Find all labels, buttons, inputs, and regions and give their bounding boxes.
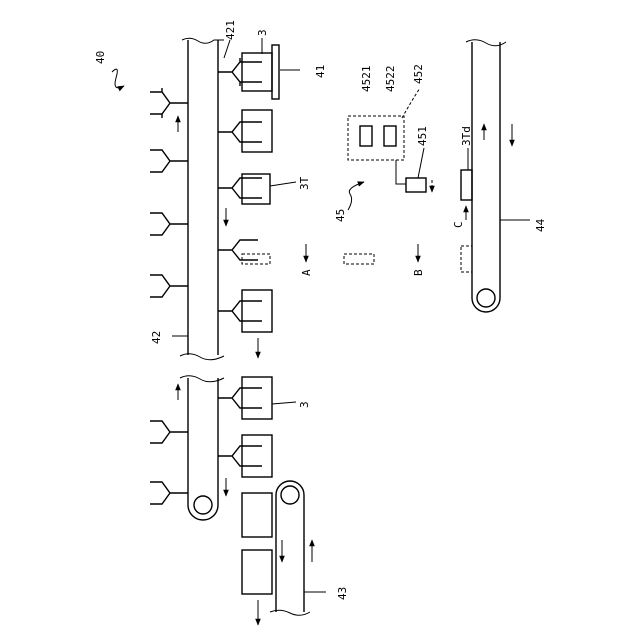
leaders [112,38,530,592]
label-b: B [412,269,425,276]
label-3-mid: 3 [298,401,311,408]
label-40: 40 [94,51,107,64]
output-bag-1 [242,493,272,537]
label-3T: 3T [298,176,311,190]
camera-451 [406,178,426,192]
label-41: 41 [314,65,327,78]
label-43: 43 [336,587,349,600]
label-a: A [300,269,313,276]
reject-roller [477,289,495,307]
label-42: 42 [150,331,163,344]
output-roller [281,486,299,504]
label-4522: 4522 [384,66,397,93]
bag-3-top [242,53,272,91]
reject-conveyor-44 [461,40,506,312]
main-conveyor-42 [180,38,224,520]
label-3Td: 3Td [460,126,473,146]
processor-4521 [360,126,372,146]
label-45: 45 [334,209,347,222]
label-3-top: 3 [256,29,269,36]
removed-bag-ghost [242,254,270,264]
label-44: 44 [534,218,547,232]
label-451: 451 [416,126,429,146]
motion-arrows [178,116,512,625]
label-452: 452 [412,64,425,84]
label-c: C [452,221,465,228]
label-421: 421 [224,20,237,40]
inspection-unit-45 [344,88,426,264]
pusher-claws [218,45,279,477]
return-claws [150,88,188,504]
processor-4522 [384,126,396,146]
bag-3-mid [242,377,272,419]
transferred-bag-ghost [344,254,374,264]
output-bag-2 [242,550,272,594]
main-conveyor-roller [194,496,212,514]
label-4521: 4521 [360,66,373,93]
output-conveyor-43 [242,481,310,615]
rejected-bag-3Td [461,170,472,200]
plate-41 [272,45,279,99]
reject-bag-ghost [461,246,472,272]
